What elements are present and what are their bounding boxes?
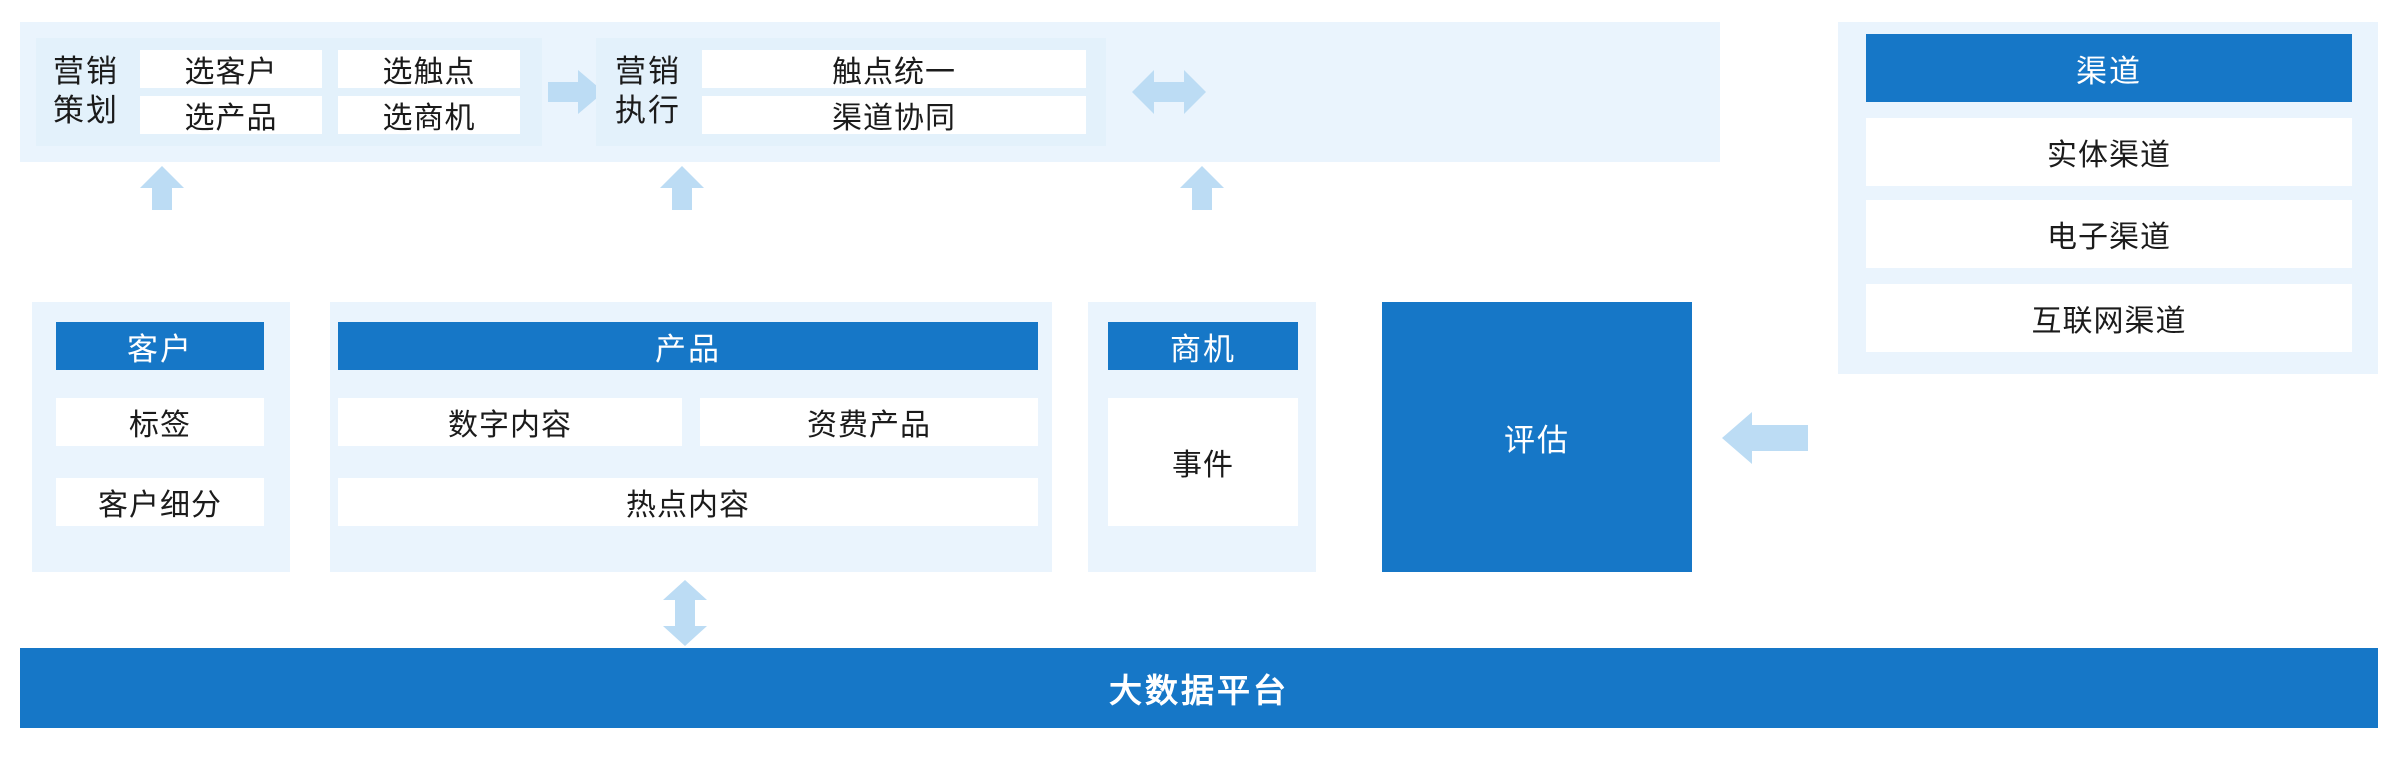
- evaluation-block[interactable]: 评估: [1382, 302, 1692, 572]
- marketing-planning-label-line1: 营销: [53, 54, 119, 90]
- marketing-planning-label-line2: 策划: [53, 93, 119, 128]
- product-item-digital-content[interactable]: 数字内容: [338, 398, 682, 446]
- marketing-execution-label-line1: 营销: [615, 54, 681, 90]
- marketing-execution-label: 营销 执行: [602, 38, 694, 146]
- arrow-up-down-icon: [660, 580, 710, 646]
- arrow-up-icon-opportunity: [1178, 166, 1226, 210]
- marketing-execution-label-line2: 执行: [615, 93, 681, 128]
- channel-item-internet[interactable]: 互联网渠道: [1866, 284, 2352, 352]
- channel-item-electronic[interactable]: 电子渠道: [1866, 200, 2352, 268]
- arrow-left-right-icon: [1132, 66, 1206, 118]
- opportunity-item-event[interactable]: 事件: [1108, 398, 1298, 526]
- customer-item-tag[interactable]: 标签: [56, 398, 264, 446]
- planning-item-select-opportunity[interactable]: 选商机: [338, 96, 520, 135]
- customer-header: 客户: [56, 322, 264, 370]
- opportunity-header: 商机: [1108, 322, 1298, 370]
- big-data-platform-bar[interactable]: 大数据平台: [20, 648, 2378, 728]
- customer-item-segmentation[interactable]: 客户细分: [56, 478, 264, 526]
- arrow-up-icon-product: [658, 166, 706, 210]
- arrow-up-icon-customer: [138, 166, 186, 210]
- planning-item-select-touchpoint[interactable]: 选触点: [338, 50, 520, 89]
- product-item-hot-content[interactable]: 热点内容: [338, 478, 1038, 526]
- arrow-left-icon: [1722, 410, 1808, 466]
- channel-item-physical[interactable]: 实体渠道: [1866, 118, 2352, 186]
- planning-item-select-customer[interactable]: 选客户: [140, 50, 322, 89]
- product-header: 产品: [338, 322, 1038, 370]
- product-item-tariff-product[interactable]: 资费产品: [700, 398, 1038, 446]
- channel-header: 渠道: [1866, 34, 2352, 102]
- execution-item-touchpoint-unify[interactable]: 触点统一: [702, 50, 1086, 89]
- planning-item-select-product[interactable]: 选产品: [140, 96, 322, 135]
- arrow-right-icon: [548, 68, 604, 116]
- marketing-planning-label: 营销 策划: [40, 38, 132, 146]
- execution-item-channel-collaboration[interactable]: 渠道协同: [702, 96, 1086, 135]
